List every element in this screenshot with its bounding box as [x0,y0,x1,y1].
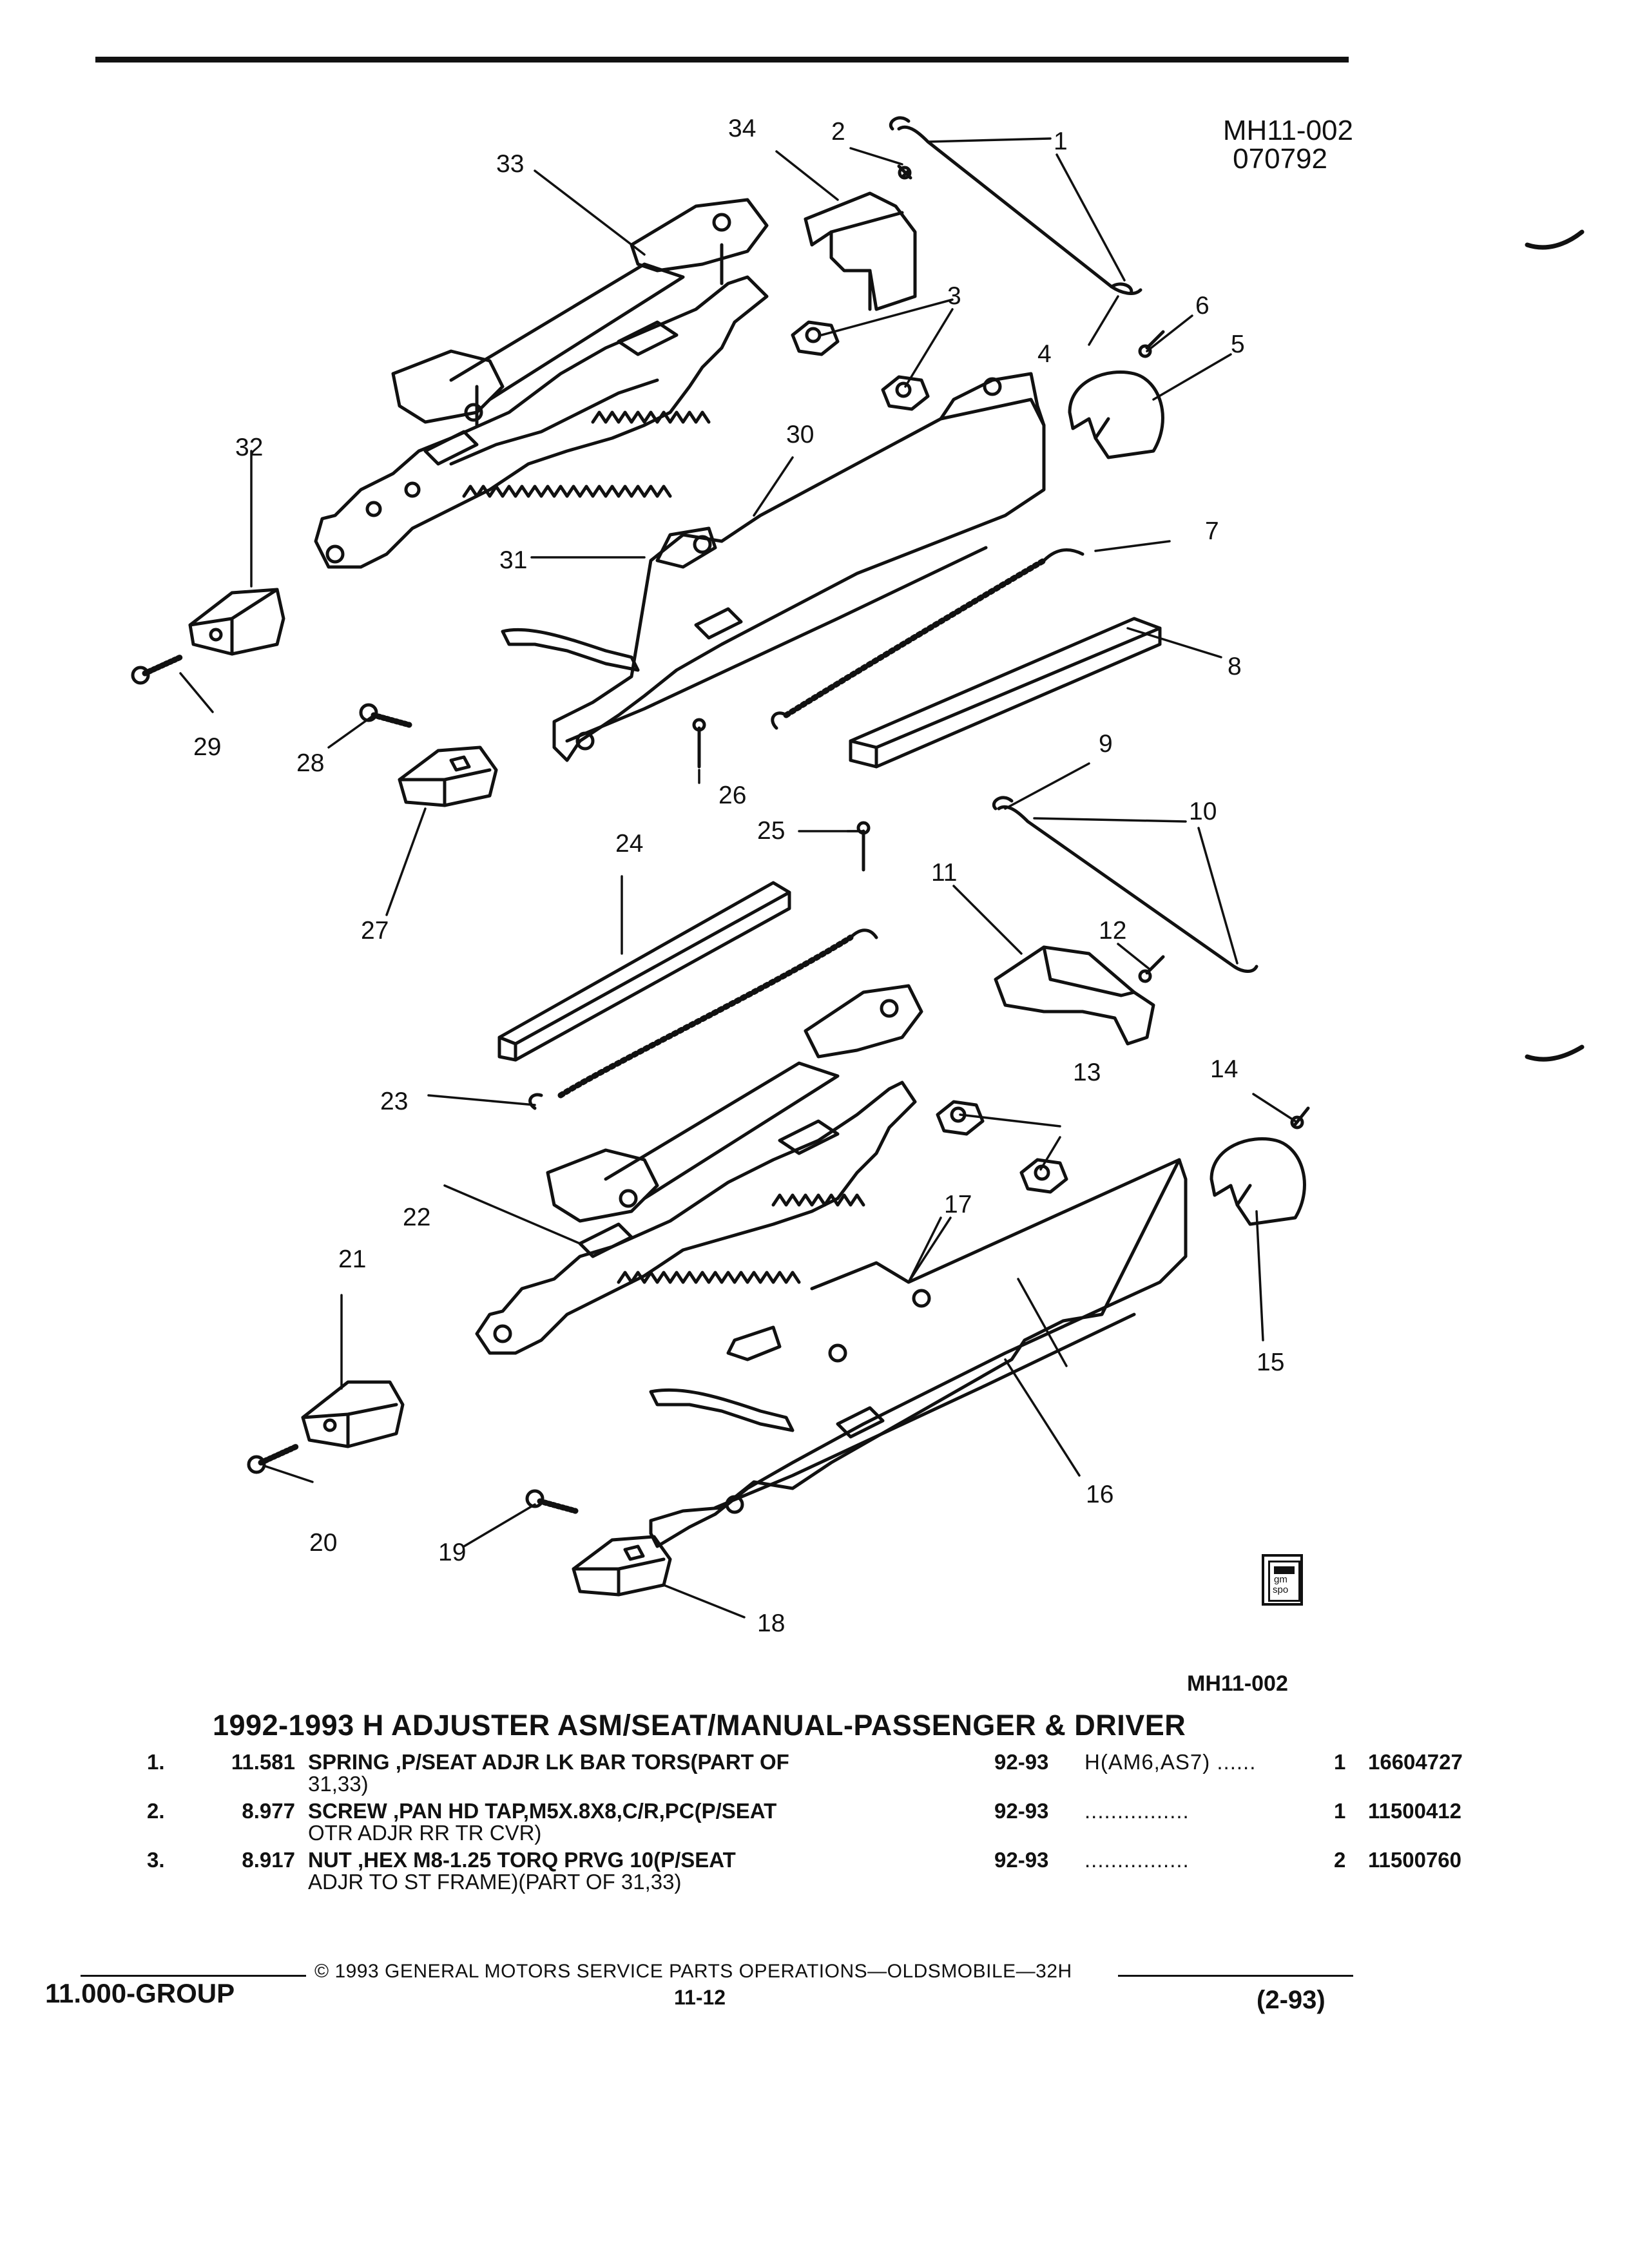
row-section: 8.917 [242,1848,295,1872]
top-rule [95,57,1349,62]
footer-rule-right [1118,1975,1353,1977]
row-description: SPRING ,P/SEAT ADJR LK BAR TORS(PART OF [308,1750,789,1774]
row-part-number: 16604727 [1368,1750,1463,1774]
footer-rule-left [81,1975,306,1977]
row-index: 1. [147,1750,165,1774]
callout-17: 17 [944,1191,972,1218]
parts-row: 3. 8.917 NUT ,HEX M8-1.25 TORQ PRVG 10(P… [147,1848,1461,1894]
end-caps [1068,370,1306,1226]
figure-code: MH11-002 [1222,115,1353,146]
part-8-bar [849,617,1162,769]
callout-31: 31 [499,546,528,574]
callout-11: 11 [931,859,958,887]
row-description-cont: ADJR TO ST FRAME)(PART OF 31,33) [308,1870,682,1894]
callout-24: 24 [615,830,644,858]
row-index: 2. [147,1799,165,1823]
row-section: 11.581 [231,1750,295,1774]
row-section: 8.977 [242,1799,295,1823]
callout-32: 32 [235,434,264,461]
callout-14: 14 [1210,1055,1239,1083]
callout-34: 34 [728,115,757,142]
callout-22: 22 [403,1204,431,1231]
part-7-spring [771,548,1084,730]
part-16-track-with-handle [649,1158,1188,1548]
footer-copyright: © 1993 GENERAL MOTORS SERVICE PARTS OPER… [314,1961,1072,1982]
callout-26: 26 [718,782,747,809]
callout-28: 28 [296,749,325,777]
row-part-number: 11500412 [1368,1799,1462,1823]
row-part-number: 11500760 [1368,1848,1462,1872]
row-description: NUT ,HEX M8-1.25 TORQ PRVG 10(P/SEAT [308,1848,736,1872]
callout-1: 1 [1054,128,1068,155]
block-32 [188,588,285,656]
row-qty: 2 [1334,1848,1346,1872]
callout-19: 19 [438,1539,467,1566]
row-model: H(AM6,AS7) ...... [1084,1750,1257,1774]
leader-lines [179,137,1296,1619]
callout-5: 5 [1231,331,1245,358]
hex-nuts [791,320,1068,1194]
callout-21: 21 [338,1245,367,1273]
parts-list-title: 1992-1993 H ADJUSTER ASM/SEAT/MANUAL-PAS… [213,1709,1186,1742]
part-23-spring [528,928,878,1110]
callout-3: 3 [947,282,961,310]
part-33-adjuster-track [314,198,769,569]
row-model: ................ [1084,1848,1190,1872]
part-22-adjuster-track [475,984,923,1355]
row-description-cont: 31,33) [308,1772,369,1796]
part-24-bar [497,881,791,1062]
footer-revision: (2-93) [1257,1986,1325,2014]
pins [692,718,871,872]
callout-29: 29 [193,733,222,761]
part-34-cover-bracket [804,191,917,311]
footer-group: 11.000-GROUP [45,1978,235,2008]
torsion-springs [889,116,1258,973]
row-years: 92-93 [994,1848,1049,1872]
callout-25: 25 [757,817,786,845]
figure-date: 070792 [1233,143,1327,175]
figure-reference: MH11-002 [1187,1671,1288,1696]
row-description-cont: OTR ADJR RR TR CVR) [308,1821,542,1845]
callout-20: 20 [309,1529,338,1557]
row-qty: 1 [1334,1750,1346,1774]
screws [897,164,1310,1129]
callout-2: 2 [831,118,845,146]
callout-4: 4 [1037,340,1052,368]
row-index: 3. [147,1848,165,1872]
part-11-cover-bracket [994,945,1155,1046]
callout-8: 8 [1228,653,1242,680]
callout-23: 23 [380,1088,409,1115]
callout-12: 12 [1099,917,1127,945]
callout-15: 15 [1257,1349,1285,1376]
row-qty: 1 [1334,1799,1346,1823]
callout-27: 27 [361,917,389,945]
row-years: 92-93 [994,1799,1049,1823]
footer-page-number: 11-12 [674,1986,726,2009]
callout-10: 10 [1189,798,1217,825]
callout-18: 18 [757,1610,786,1637]
row-years: 92-93 [994,1750,1049,1774]
parts-row: 2. 8.977 SCREW ,PAN HD TAP,M5X.8X8,C/R,P… [147,1799,1461,1845]
bolts [131,654,579,1514]
callout-16: 16 [1086,1481,1114,1508]
part-31-track-with-handle [501,372,1046,762]
callout-30: 30 [786,421,815,448]
parts-row: 1. 11.581 SPRING ,P/SEAT ADJR LK BAR TOR… [147,1750,1463,1796]
callout-13: 13 [1073,1059,1101,1086]
block-21 [301,1380,405,1448]
callout-9: 9 [1099,730,1113,758]
callout-33: 33 [496,150,525,178]
row-model: ................ [1084,1799,1190,1823]
gm-spo-logo: gm spo [1262,1554,1303,1606]
callout-7: 7 [1205,517,1219,545]
block-18 [572,1535,672,1597]
row-description: SCREW ,PAN HD TAP,M5X.8X8,C/R,PC(P/SEAT [308,1799,777,1823]
block-27 [398,745,498,807]
exploded-diagram [131,116,1585,1619]
callout-6: 6 [1195,292,1210,320]
